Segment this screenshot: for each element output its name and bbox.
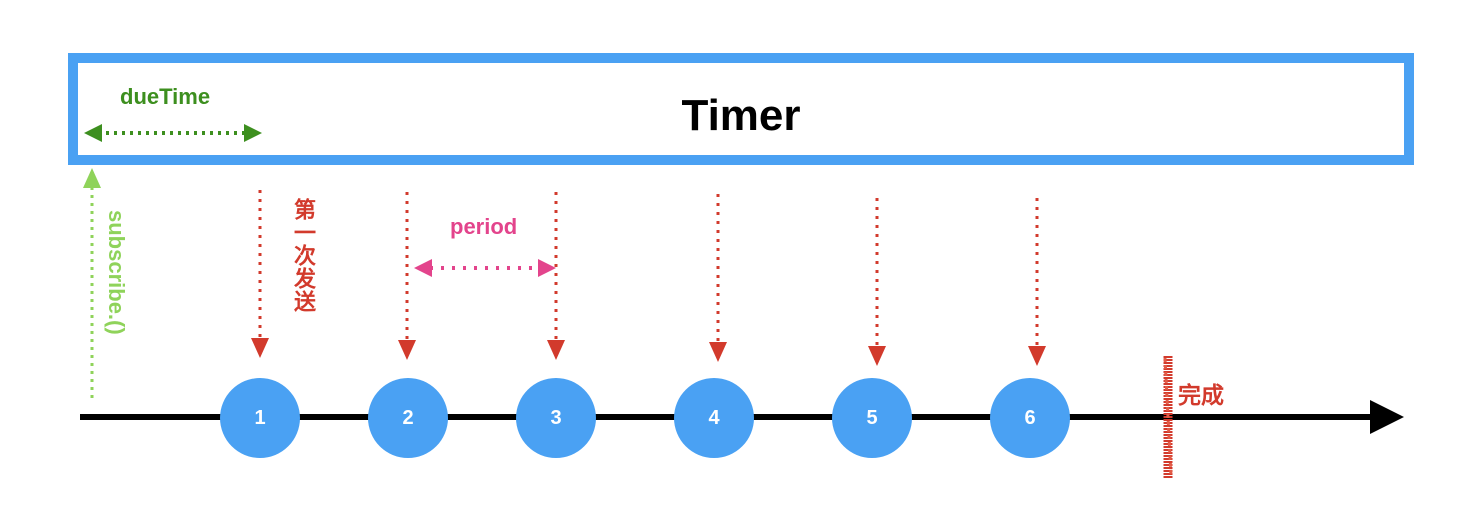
- event-marble: 3: [516, 378, 596, 458]
- subscribe-arrow: [83, 168, 101, 398]
- due-time-label: dueTime: [120, 84, 211, 109]
- event-marble: 1: [220, 378, 300, 458]
- completion-marker: [1163, 356, 1173, 478]
- operator-title: Timer: [681, 91, 801, 140]
- emission-arrow: [868, 198, 886, 366]
- complete-label: 完成: [1178, 383, 1224, 409]
- emission-arrow: [547, 192, 565, 360]
- timer-operator-box: Timer: [68, 53, 1414, 165]
- event-marble: 6: [990, 378, 1070, 458]
- period-arrow: [414, 259, 556, 277]
- emission-arrow: [1028, 198, 1046, 366]
- event-marble: 2: [368, 378, 448, 458]
- emission-arrow: [709, 194, 727, 362]
- first-emission-label: 第一次发送: [290, 198, 315, 313]
- period-label: period: [450, 214, 518, 239]
- event-marble: 4: [674, 378, 754, 458]
- event-marble: 5: [832, 378, 912, 458]
- subscribe-label: subscribe.(): [104, 210, 129, 335]
- due-time-arrow: [84, 124, 262, 142]
- emission-arrow: [398, 192, 416, 360]
- emission-arrow: [251, 190, 269, 358]
